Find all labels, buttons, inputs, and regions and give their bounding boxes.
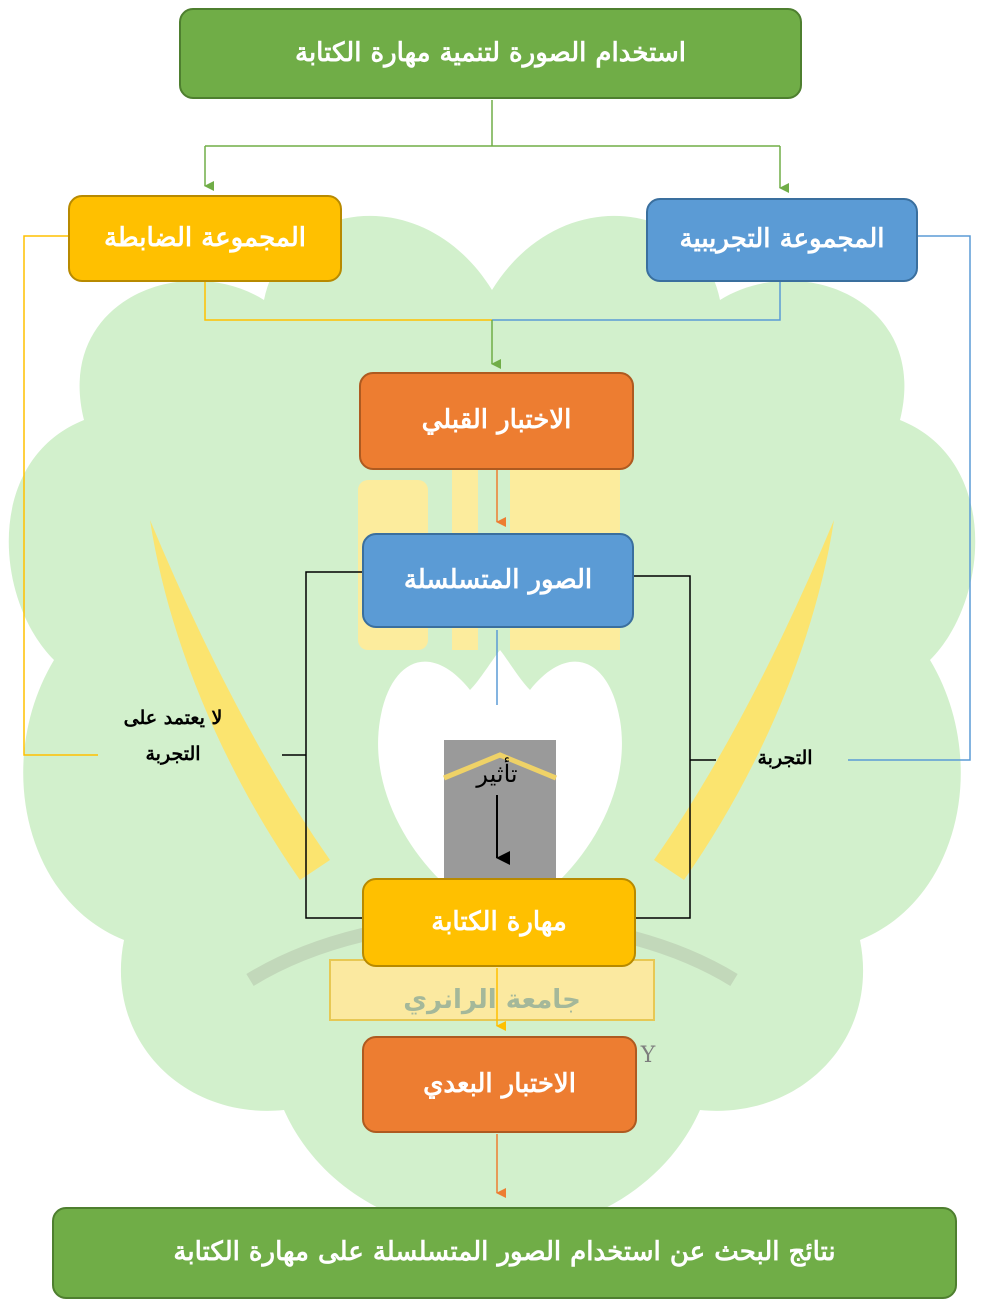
- serial-pictures-box: الصور المتسلسلة: [362, 533, 634, 628]
- effect-label: تأثير: [476, 760, 518, 788]
- watermark-right-frond: [654, 520, 834, 880]
- watermark-arabic-name: جامعة الرانري: [403, 985, 581, 1015]
- right-bracket: [634, 575, 716, 919]
- control-path-line: [23, 235, 98, 756]
- not-experiment-label-line1: لا يعتمد على: [123, 707, 223, 729]
- writing-skill-box: مهارة الكتابة: [362, 878, 636, 967]
- experiment-path-line: [848, 235, 971, 761]
- watermark-letter-y: Y: [640, 1043, 656, 1068]
- experiment-label: التجربة: [757, 747, 813, 769]
- groups-to-pretest-connector: [204, 282, 781, 369]
- not-experiment-label: لا يعتمد على التجربة: [98, 700, 248, 772]
- title-to-groups-connector: [204, 100, 789, 193]
- watermark-kaaba-band: [443, 752, 557, 781]
- watermark-left-frond: [150, 520, 330, 880]
- watermark-ribbon: [329, 959, 655, 1021]
- result-box: نتائج البحث عن استخدام الصور المتسلسلة ع…: [52, 1207, 957, 1299]
- left-bracket: [282, 571, 362, 919]
- posttest-box: الاختبار البعدي: [362, 1036, 637, 1133]
- title-box: استخدام الصورة لتنمية مهارة الكتابة: [179, 8, 802, 99]
- experimental-group-box: المجموعة التجريبية: [646, 198, 918, 282]
- pretest-box: الاختبار القبلي: [359, 372, 634, 470]
- not-experiment-label-line2: التجربة: [145, 743, 201, 766]
- control-group-box: المجموعة الضابطة: [68, 195, 342, 282]
